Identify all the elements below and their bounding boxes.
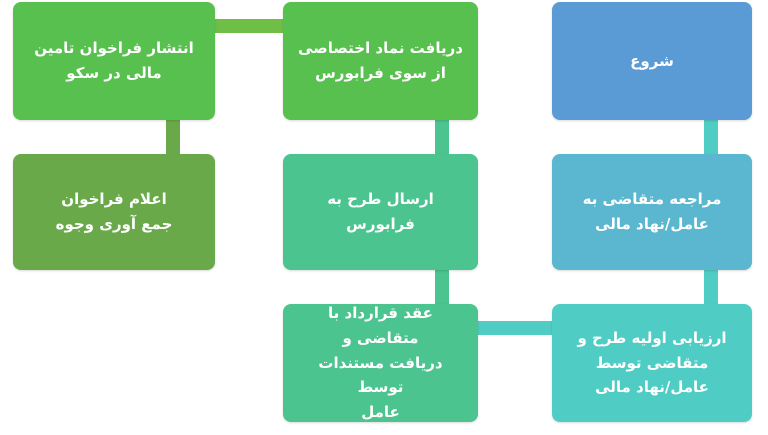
node-initial-assessment-label: ارزیابی اولیه طرح و متقاضی توسط عامل/نها… xyxy=(577,328,727,397)
connector-send-to-symbol xyxy=(435,120,449,154)
node-start: شروع xyxy=(552,2,752,120)
node-send-plan-label: ارسال طرح به فرابورس xyxy=(327,190,434,233)
node-refer-applicant: مراجعه متقاضی به عامل/نهاد مالی xyxy=(552,154,752,270)
node-publish-call: انتشار فراخوان تامین مالی در سکو xyxy=(13,2,215,120)
node-publish-call-label: انتشار فراخوان تامین مالی در سکو xyxy=(34,39,194,82)
node-contract: عقد قرارداد با متقاضی و دریافت مستندات ت… xyxy=(283,304,478,422)
node-start-label: شروع xyxy=(630,51,674,70)
node-send-plan: ارسال طرح به فرابورس xyxy=(283,154,478,270)
node-contract-label: عقد قرارداد با متقاضی و دریافت مستندات ت… xyxy=(318,304,443,422)
connector-refer-to-assessment xyxy=(704,270,718,304)
node-get-symbol: دریافت نماد اختصاصی از سوی فرابورس xyxy=(283,2,478,120)
connector-symbol-to-publish xyxy=(215,19,283,33)
node-refer-applicant-label: مراجعه متقاضی به عامل/نهاد مالی xyxy=(582,190,722,233)
connector-assessment-to-contract xyxy=(478,321,552,335)
node-get-symbol-label: دریافت نماد اختصاصی از سوی فرابورس xyxy=(298,39,463,82)
node-initial-assessment: ارزیابی اولیه طرح و متقاضی توسط عامل/نها… xyxy=(552,304,752,422)
connector-publish-to-announce xyxy=(166,120,180,154)
node-announce-call: اعلام فراخوان جمع آوری وجوه xyxy=(13,154,215,270)
connector-contract-to-send xyxy=(435,270,449,304)
node-announce-call-label: اعلام فراخوان جمع آوری وجوه xyxy=(55,190,173,233)
connector-start-to-refer xyxy=(704,120,718,154)
